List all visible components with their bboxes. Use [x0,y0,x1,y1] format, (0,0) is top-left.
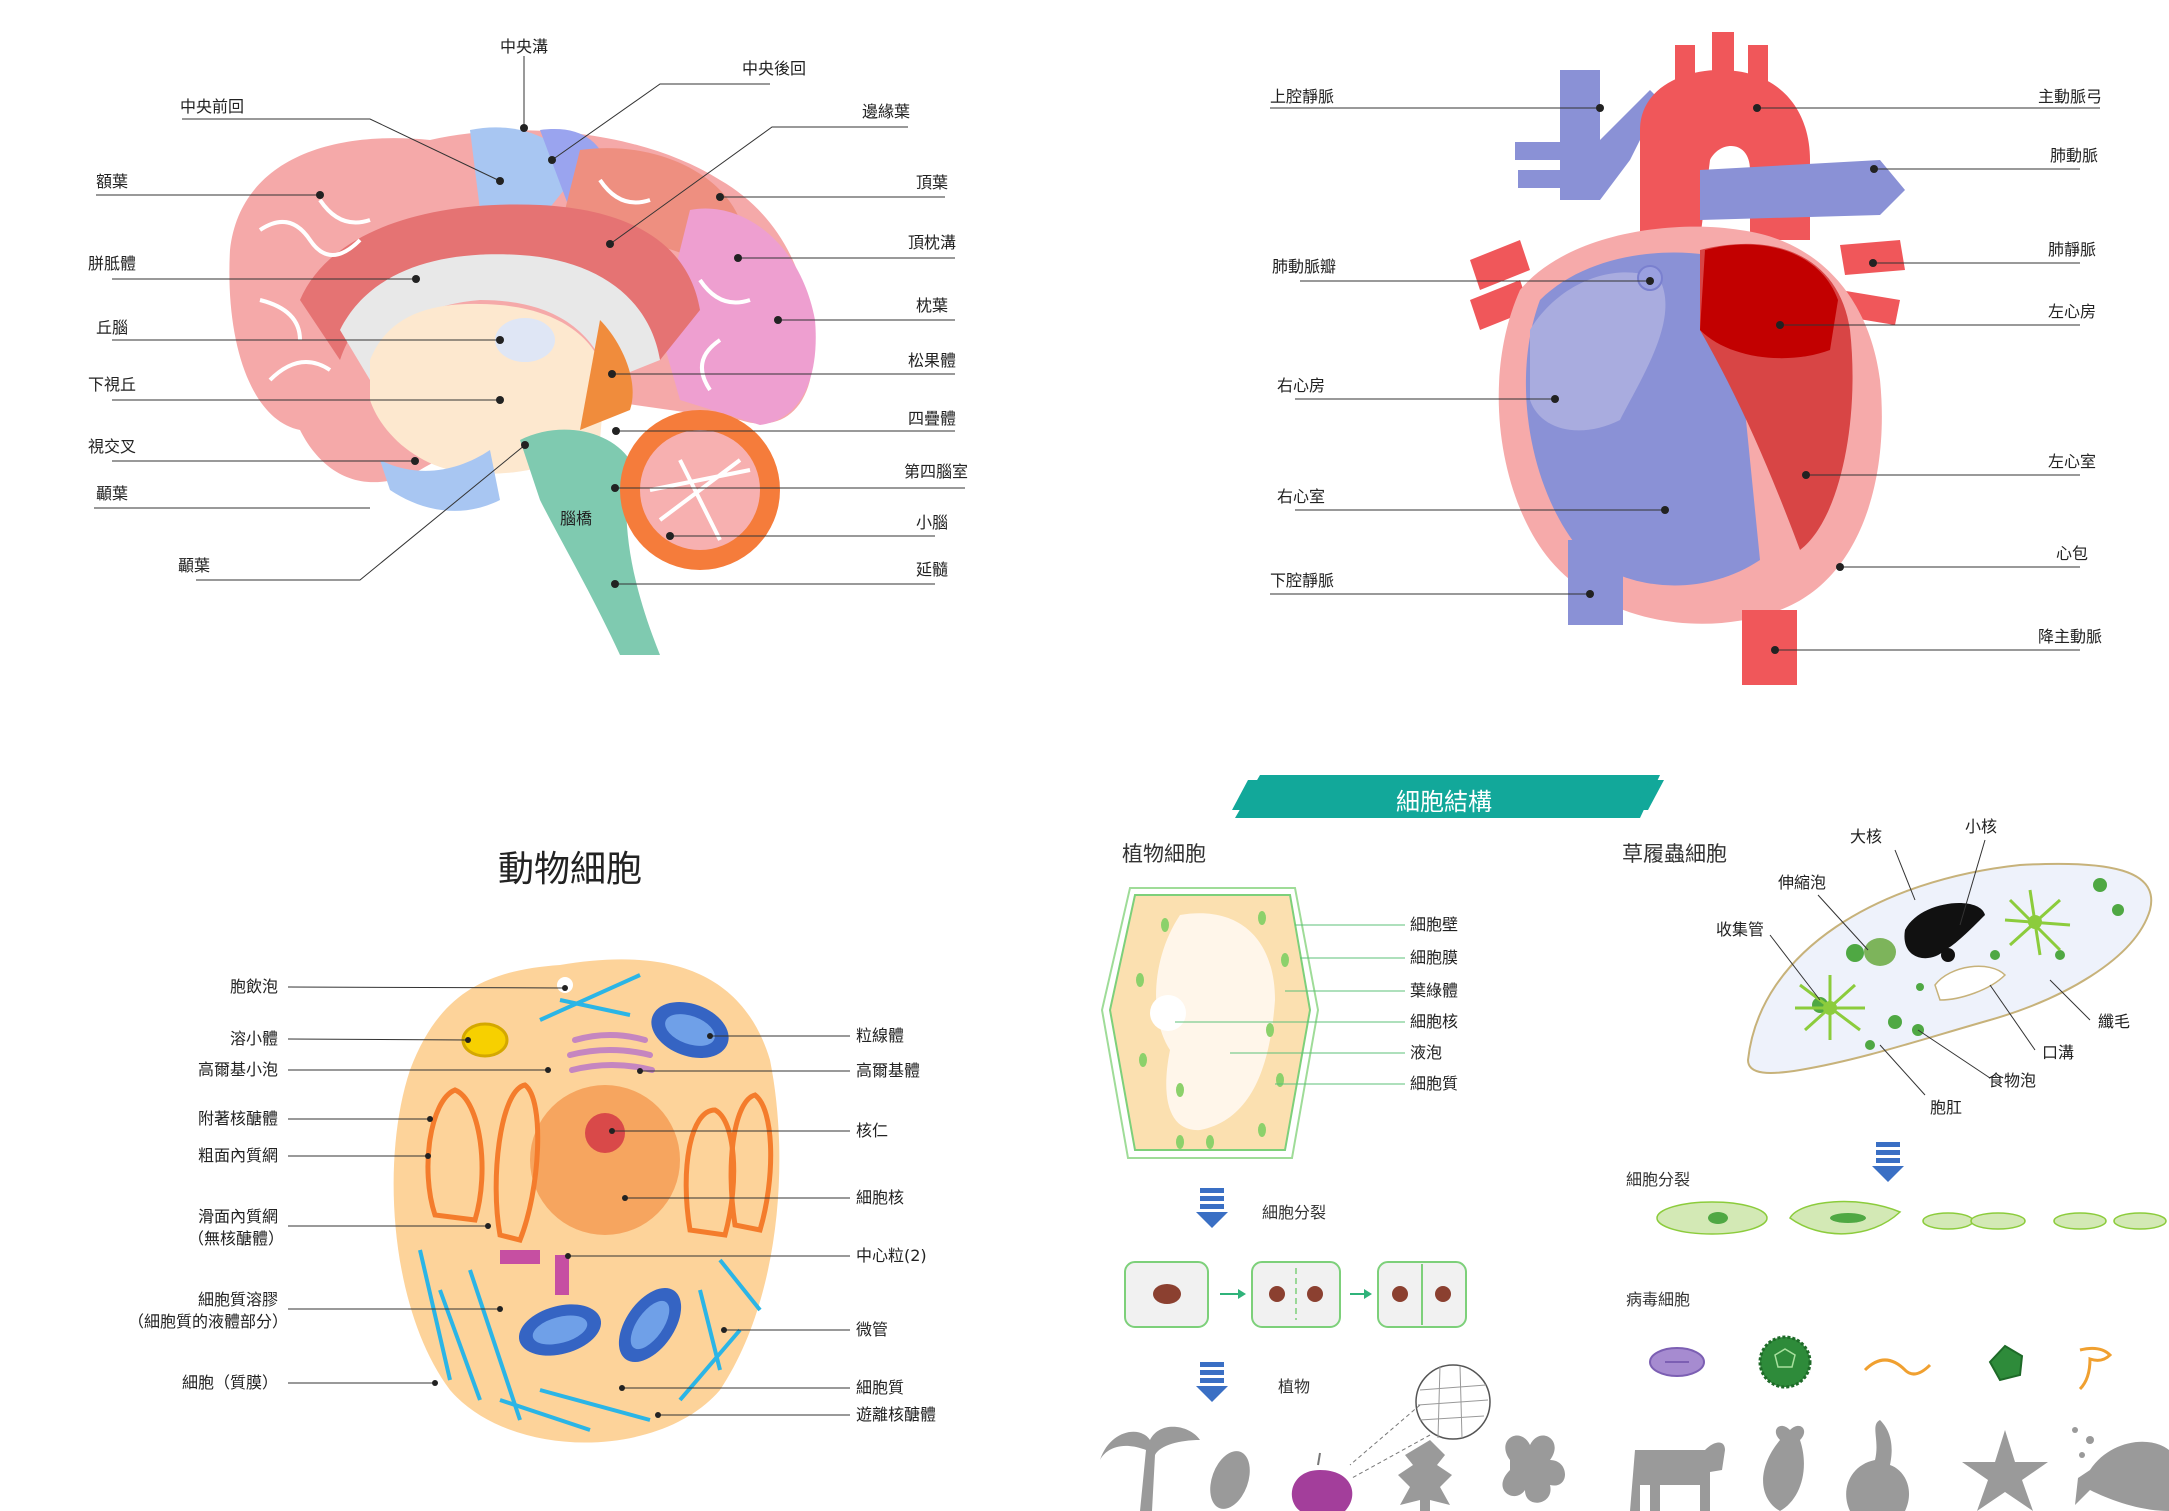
plant-label-chloroplast: 葉綠體 [1410,981,1459,1000]
animal-label-rough-er: 粗面內質網 [198,1146,279,1165]
animal-label-pinocytic-vesicle: 胞飲泡 [230,977,279,996]
plant-label-nucleus: 細胞核 [1410,1012,1459,1031]
plant-label-cytoplasm: 細胞質 [1410,1074,1459,1093]
heart-label-left-atrium: 左心房 [2048,302,2097,321]
animal-label-attached-ribosome: 附著核醣體 [198,1109,279,1128]
plant-silhouettes [1100,1426,1565,1511]
animal-label-smooth-er: 滑面內質網 [198,1207,279,1226]
brain-label-parietal-lobe: 頂葉 [916,173,949,192]
brain-label-central-sulcus: 中央溝 [500,37,549,56]
plant-label-cell-membrane: 細胞膜 [1410,948,1459,967]
banner-shape [1232,775,1664,818]
animal-label-cytoplasm: 細胞質 [856,1378,905,1397]
brain-label-postcentral-gyrus: 中央後回 [742,59,807,78]
animal-cell-illustration [393,959,780,1443]
heart-illustration [1470,32,1905,685]
paramecium-label-oral-groove: 口溝 [2042,1043,2075,1062]
animal-label-mitochondrion: 粒線體 [856,1026,905,1045]
animal-label-centriole: 中心粒(2) [856,1246,927,1265]
virus-illustrations [1649,1335,2113,1391]
brain-label-cerebellum: 小腦 [916,513,949,532]
virus-cells-label: 病毒細胞 [1626,1290,1691,1309]
animal-label-cytosol-note: （細胞質的液體部分） [128,1312,289,1331]
plant-cell-title: 植物細胞 [1122,842,1206,866]
heart-label-pericardium: 心包 [2056,544,2089,563]
animal-label-smooth-er-note: （無核醣體） [188,1229,285,1248]
paramecium-label-macronucleus: 大核 [1850,827,1883,846]
heart-leader-dots [1551,104,1878,654]
brain-label-medulla: 延髓 [916,560,949,579]
animal-label-cytosol: 細胞質溶膠 [198,1290,279,1309]
animal-cell-leader-lines [287,986,850,1416]
heart-label-descending-aorta: 降主動脈 [2038,627,2103,646]
animal-label-microtubule: 微管 [856,1320,889,1339]
heart-label-left-ventricle: 左心室 [2048,452,2097,471]
plant-cell-leader-lines [1175,924,1405,1085]
brain-label-precentral-gyrus: 中央前回 [180,97,245,116]
brain-illustration [229,127,816,655]
brain-label-pineal-body: 松果體 [908,351,957,370]
brain-label-occipital-lobe: 枕葉 [916,296,949,315]
animal-label-lysosome: 溶小體 [230,1029,279,1048]
paramecium-title: 草履蟲細胞 [1622,842,1727,866]
plant-cell-illustration [1100,887,1320,1159]
animal-silhouettes [1630,1420,2169,1511]
heart-label-inferior-vena-cava: 下腔靜脈 [1270,571,1335,590]
brain-label-parieto-occipital-sulcus: 頂枕溝 [908,233,957,252]
animal-label-free-ribosome: 遊離核醣體 [856,1405,937,1424]
heart-label-superior-vena-cava: 上腔靜脈 [1270,87,1335,106]
brain-leader-lines [94,56,965,585]
heart-label-aortic-arch: 主動脈弓 [2038,87,2103,106]
brain-label-corpus-callosum: 胼胝體 [88,254,137,273]
down-arrows [1196,1142,1904,1402]
animal-cell-title: 動物細胞 [498,849,643,890]
animal-label-plasma-membrane: 細胞（質膜） [182,1373,279,1392]
heart-label-right-atrium: 右心房 [1277,376,1326,395]
animal-label-golgi-apparatus: 高爾基體 [856,1061,921,1080]
paramecium-label-cilia: 纖毛 [2098,1012,2131,1031]
plant-label-vacuole: 液泡 [1410,1043,1443,1062]
brain-label-limbic-lobe: 邊緣葉 [862,102,911,121]
paramecium-division-illustration [1656,1200,2167,1235]
brain-label-frontal-lobe: 額葉 [96,172,129,191]
magnified-cell-illustration [1349,1364,1491,1479]
heart-label-pulmonary-vein: 肺靜脈 [2048,240,2097,259]
paramecium-label-food-vacuole: 食物泡 [1988,1071,2037,1090]
brain-label-temporal-lobe-2: 顳葉 [178,556,211,575]
heart-label-pulmonary-artery: 肺動脈 [2050,146,2099,165]
brain-label-temporal-lobe: 顳葉 [96,484,129,503]
paramecium-label-anal-pore: 胞肛 [1930,1098,1963,1117]
plant-division-illustration [1124,1261,1467,1328]
brain-label-optic-chiasm: 視交叉 [88,437,137,456]
paramecium-leader-lines [1769,839,2091,1096]
animal-label-nucleolus: 核仁 [856,1121,889,1140]
brain-label-fourth-ventricle: 第四腦室 [904,462,969,481]
heart-label-pulmonary-valve: 肺動脈瓣 [1272,257,1337,276]
plant-division-label: 細胞分裂 [1262,1203,1327,1222]
paramecium-division-label: 細胞分裂 [1626,1170,1691,1189]
animal-label-nucleus: 細胞核 [856,1188,905,1207]
onion-illustration [1291,1452,1353,1511]
heart-label-right-ventricle: 右心室 [1277,487,1326,506]
paramecium-label-contractile-vacuole: 伸縮泡 [1778,873,1827,892]
paramecium-label-collecting-canal: 收集管 [1716,920,1765,939]
paramecium-label-micronucleus: 小核 [1965,817,1998,836]
brain-label-pons: 腦橋 [560,509,593,528]
animal-label-golgi-vesicle: 高爾基小泡 [198,1060,279,1079]
brain-label-corpora-quadrigemina: 四疊體 [908,409,957,428]
brain-leader-dots [316,124,782,588]
brain-label-hypothalamus: 下視丘 [88,375,137,394]
animal-cell-leader-dots [425,985,727,1418]
paramecium-illustration [1746,862,2153,1074]
heart-leader-lines [1270,107,2100,651]
plant-label: 植物 [1278,1377,1311,1396]
banner-title: 細胞結構 [1396,788,1492,816]
brain-label-thalamus: 丘腦 [96,318,129,337]
plant-label-cell-wall: 細胞壁 [1410,915,1459,934]
